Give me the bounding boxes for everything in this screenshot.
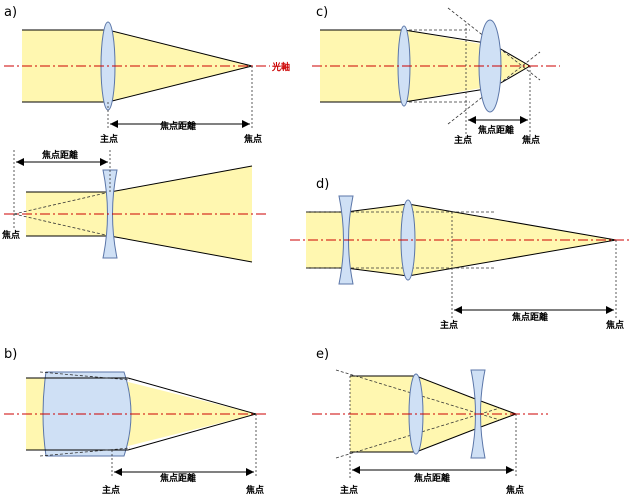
thick-lens <box>42 371 132 457</box>
focal-point-label: 焦点 <box>521 134 540 146</box>
panel-d: d) 焦点距離 主点 焦点 <box>290 177 630 331</box>
panel-a: a) 光軸 焦点距離 主点 焦点 <box>4 5 290 145</box>
panel-e-label: e) <box>316 347 329 362</box>
panel-b: b) 焦点距離 主点 焦点 <box>4 347 268 496</box>
optical-axis-label: 光軸 <box>271 61 290 73</box>
focal-point-label: 焦点 <box>605 319 624 331</box>
focal-length-label: 焦点距離 <box>477 124 514 136</box>
panel-e: e) 焦点距離 主点 焦点 <box>312 347 548 496</box>
panel-b-label: b) <box>4 347 17 362</box>
panel-concave: 焦点距離 焦点 <box>1 149 266 263</box>
panel-d-label: d) <box>316 177 329 192</box>
focal-length-label: 焦点距離 <box>159 120 196 132</box>
principal-point-label: 主点 <box>100 133 118 145</box>
principal-point-label: 主点 <box>454 134 472 146</box>
focal-point-label: 焦点 <box>1 229 20 241</box>
panel-c: c) 焦点距離 主点 焦点 <box>312 5 560 146</box>
panel-a-label: a) <box>4 5 17 20</box>
focal-length-label: 焦点距離 <box>159 472 196 484</box>
focal-point-label: 焦点 <box>505 484 524 496</box>
principal-point-label: 主点 <box>340 484 358 496</box>
focal-point-label: 焦点 <box>243 133 262 145</box>
focal-length-label: 焦点距離 <box>41 149 78 161</box>
focal-length-label: 焦点距離 <box>413 472 450 484</box>
focal-length-label: 焦点距離 <box>511 311 548 323</box>
concave-lens <box>102 169 118 259</box>
principal-point-label: 主点 <box>440 319 458 331</box>
principal-point-label: 主点 <box>102 484 120 496</box>
focal-point-label: 焦点 <box>245 484 264 496</box>
panel-c-label: c) <box>316 5 328 20</box>
